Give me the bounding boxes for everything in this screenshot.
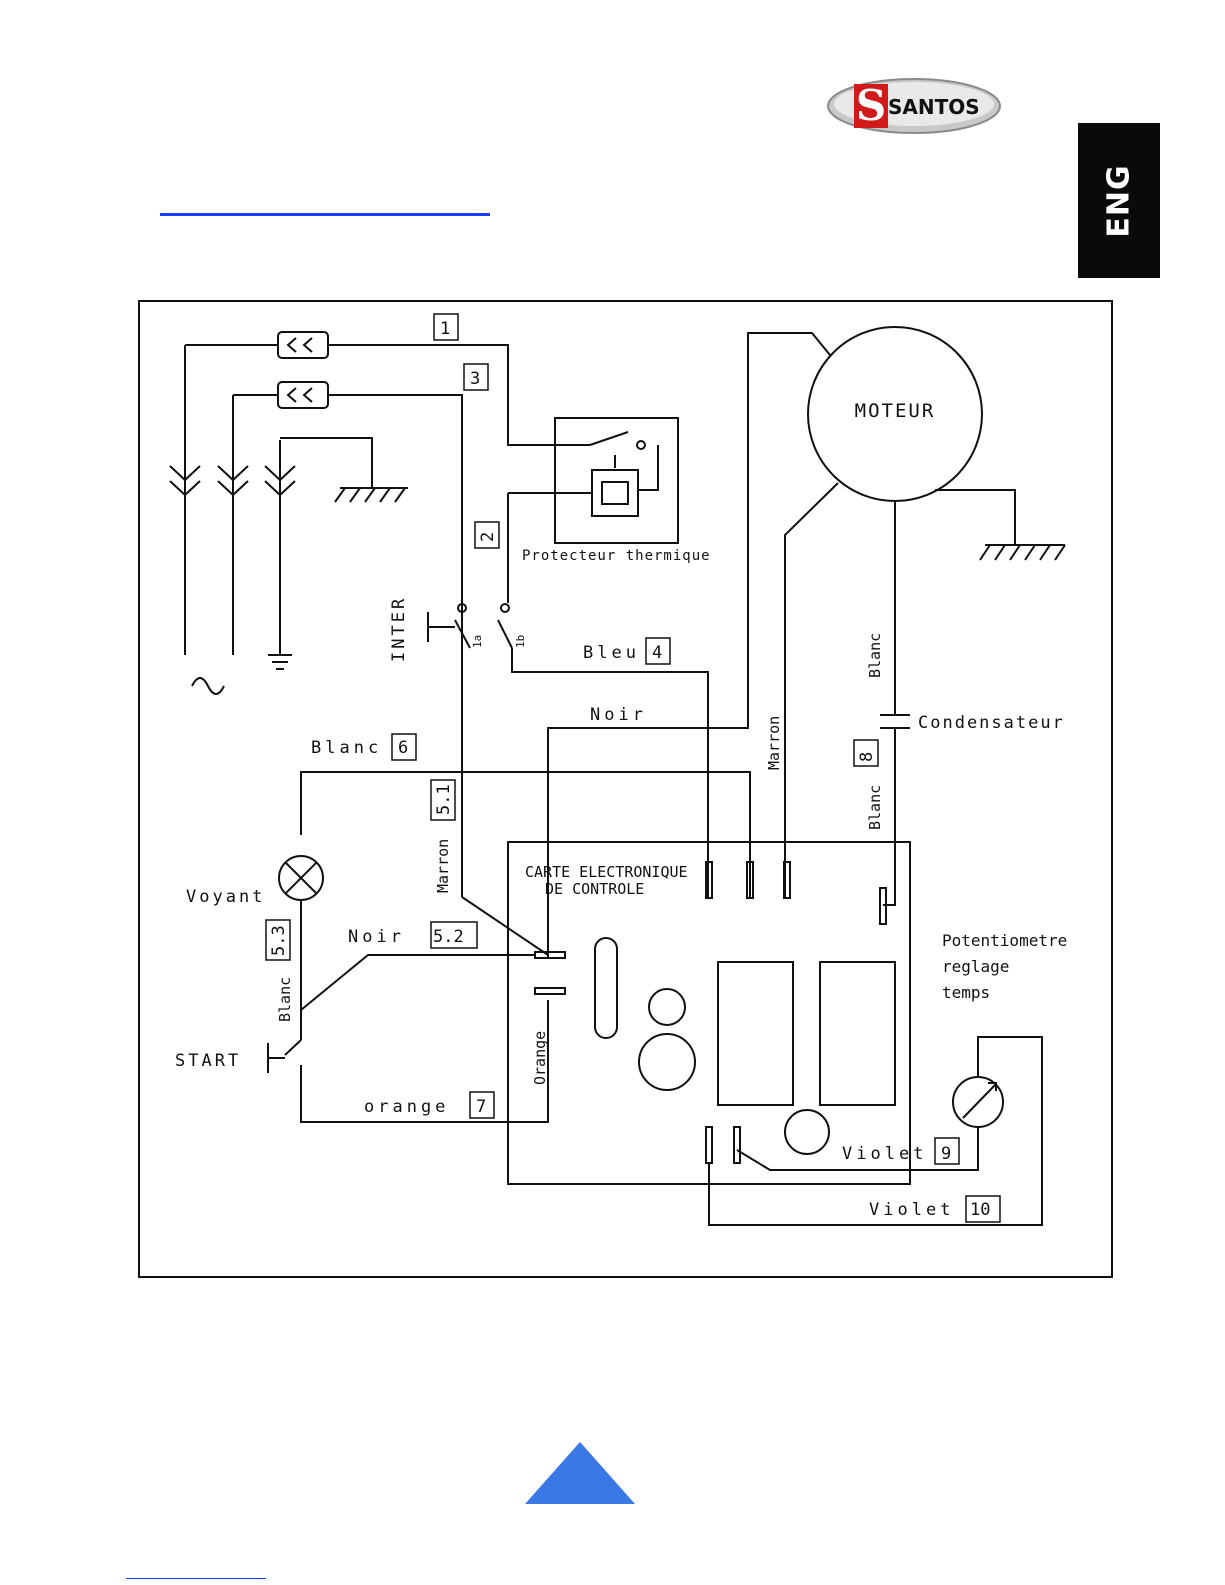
wire-9-color: Violet	[842, 1144, 927, 1164]
switch-label: INTER	[389, 596, 409, 662]
start-label: START	[175, 1051, 241, 1071]
main-switch	[428, 604, 708, 897]
power-input	[170, 332, 590, 897]
wire-2-number: 2	[478, 532, 498, 542]
wire-10-color: Violet	[869, 1200, 954, 1220]
wire-noir-top: Noir	[590, 705, 647, 725]
wire-3-number: 3	[470, 369, 480, 389]
potentiometer-label-1: Potentiometre	[942, 931, 1067, 950]
wire-5-3-number: 5.3	[269, 925, 289, 956]
potentiometer	[709, 1037, 1042, 1225]
potentiometer-label-3: temps	[942, 983, 990, 1002]
motor-label: MOTEUR	[855, 400, 936, 422]
wire-9-number: 9	[941, 1144, 951, 1164]
wire-marron-right: Marron	[765, 716, 783, 770]
control-board-label-1: CARTE ELECTRONIQUE	[525, 863, 688, 881]
wire-4-color: Bleu	[583, 643, 640, 663]
switch-terminal-a: 1a	[471, 635, 484, 648]
capacitor-label: Condensateur	[918, 713, 1065, 733]
wire-5-2-number: 5.2	[433, 927, 464, 947]
footer-link-underline[interactable]	[126, 1578, 266, 1579]
wire-blanc-top: Blanc	[866, 633, 884, 678]
wire-10-number: 10	[970, 1200, 990, 1220]
ground-symbol-right	[980, 545, 1065, 560]
wire-7-color: orange	[364, 1097, 449, 1117]
switch-terminal-b: 1b	[514, 635, 527, 648]
wire-marron-left: Marron	[434, 839, 452, 893]
wire-6-color: Blanc	[311, 738, 382, 758]
wire-blanc-mid: Blanc	[866, 785, 884, 830]
wire-6-number: 6	[398, 738, 408, 758]
indicator-label: Voyant	[186, 887, 265, 907]
up-triangle-icon[interactable]	[525, 1442, 635, 1504]
wire-8-number: 8	[857, 752, 877, 762]
potentiometer-label-2: reglage	[942, 957, 1009, 976]
ground-symbol-left	[268, 655, 292, 669]
wire-5-1-number: 5.1	[434, 784, 454, 815]
control-board-label-2: DE CONTROLE	[545, 880, 644, 898]
ac-symbol	[192, 678, 224, 694]
wire-7-number: 7	[476, 1097, 486, 1117]
thermal-protector-label: Protecteur thermique	[522, 548, 711, 564]
capacitor	[880, 715, 910, 905]
thermal-contact	[637, 441, 645, 449]
wire-4-number: 4	[652, 643, 662, 663]
wire-blanc-left: Blanc	[276, 977, 294, 1022]
wire-1-number: 1	[440, 319, 450, 339]
wire-5-2-color: Noir	[348, 927, 405, 947]
wire-orange-vertical: Orange	[531, 1031, 549, 1085]
wire-number-boxes	[266, 314, 1000, 1222]
